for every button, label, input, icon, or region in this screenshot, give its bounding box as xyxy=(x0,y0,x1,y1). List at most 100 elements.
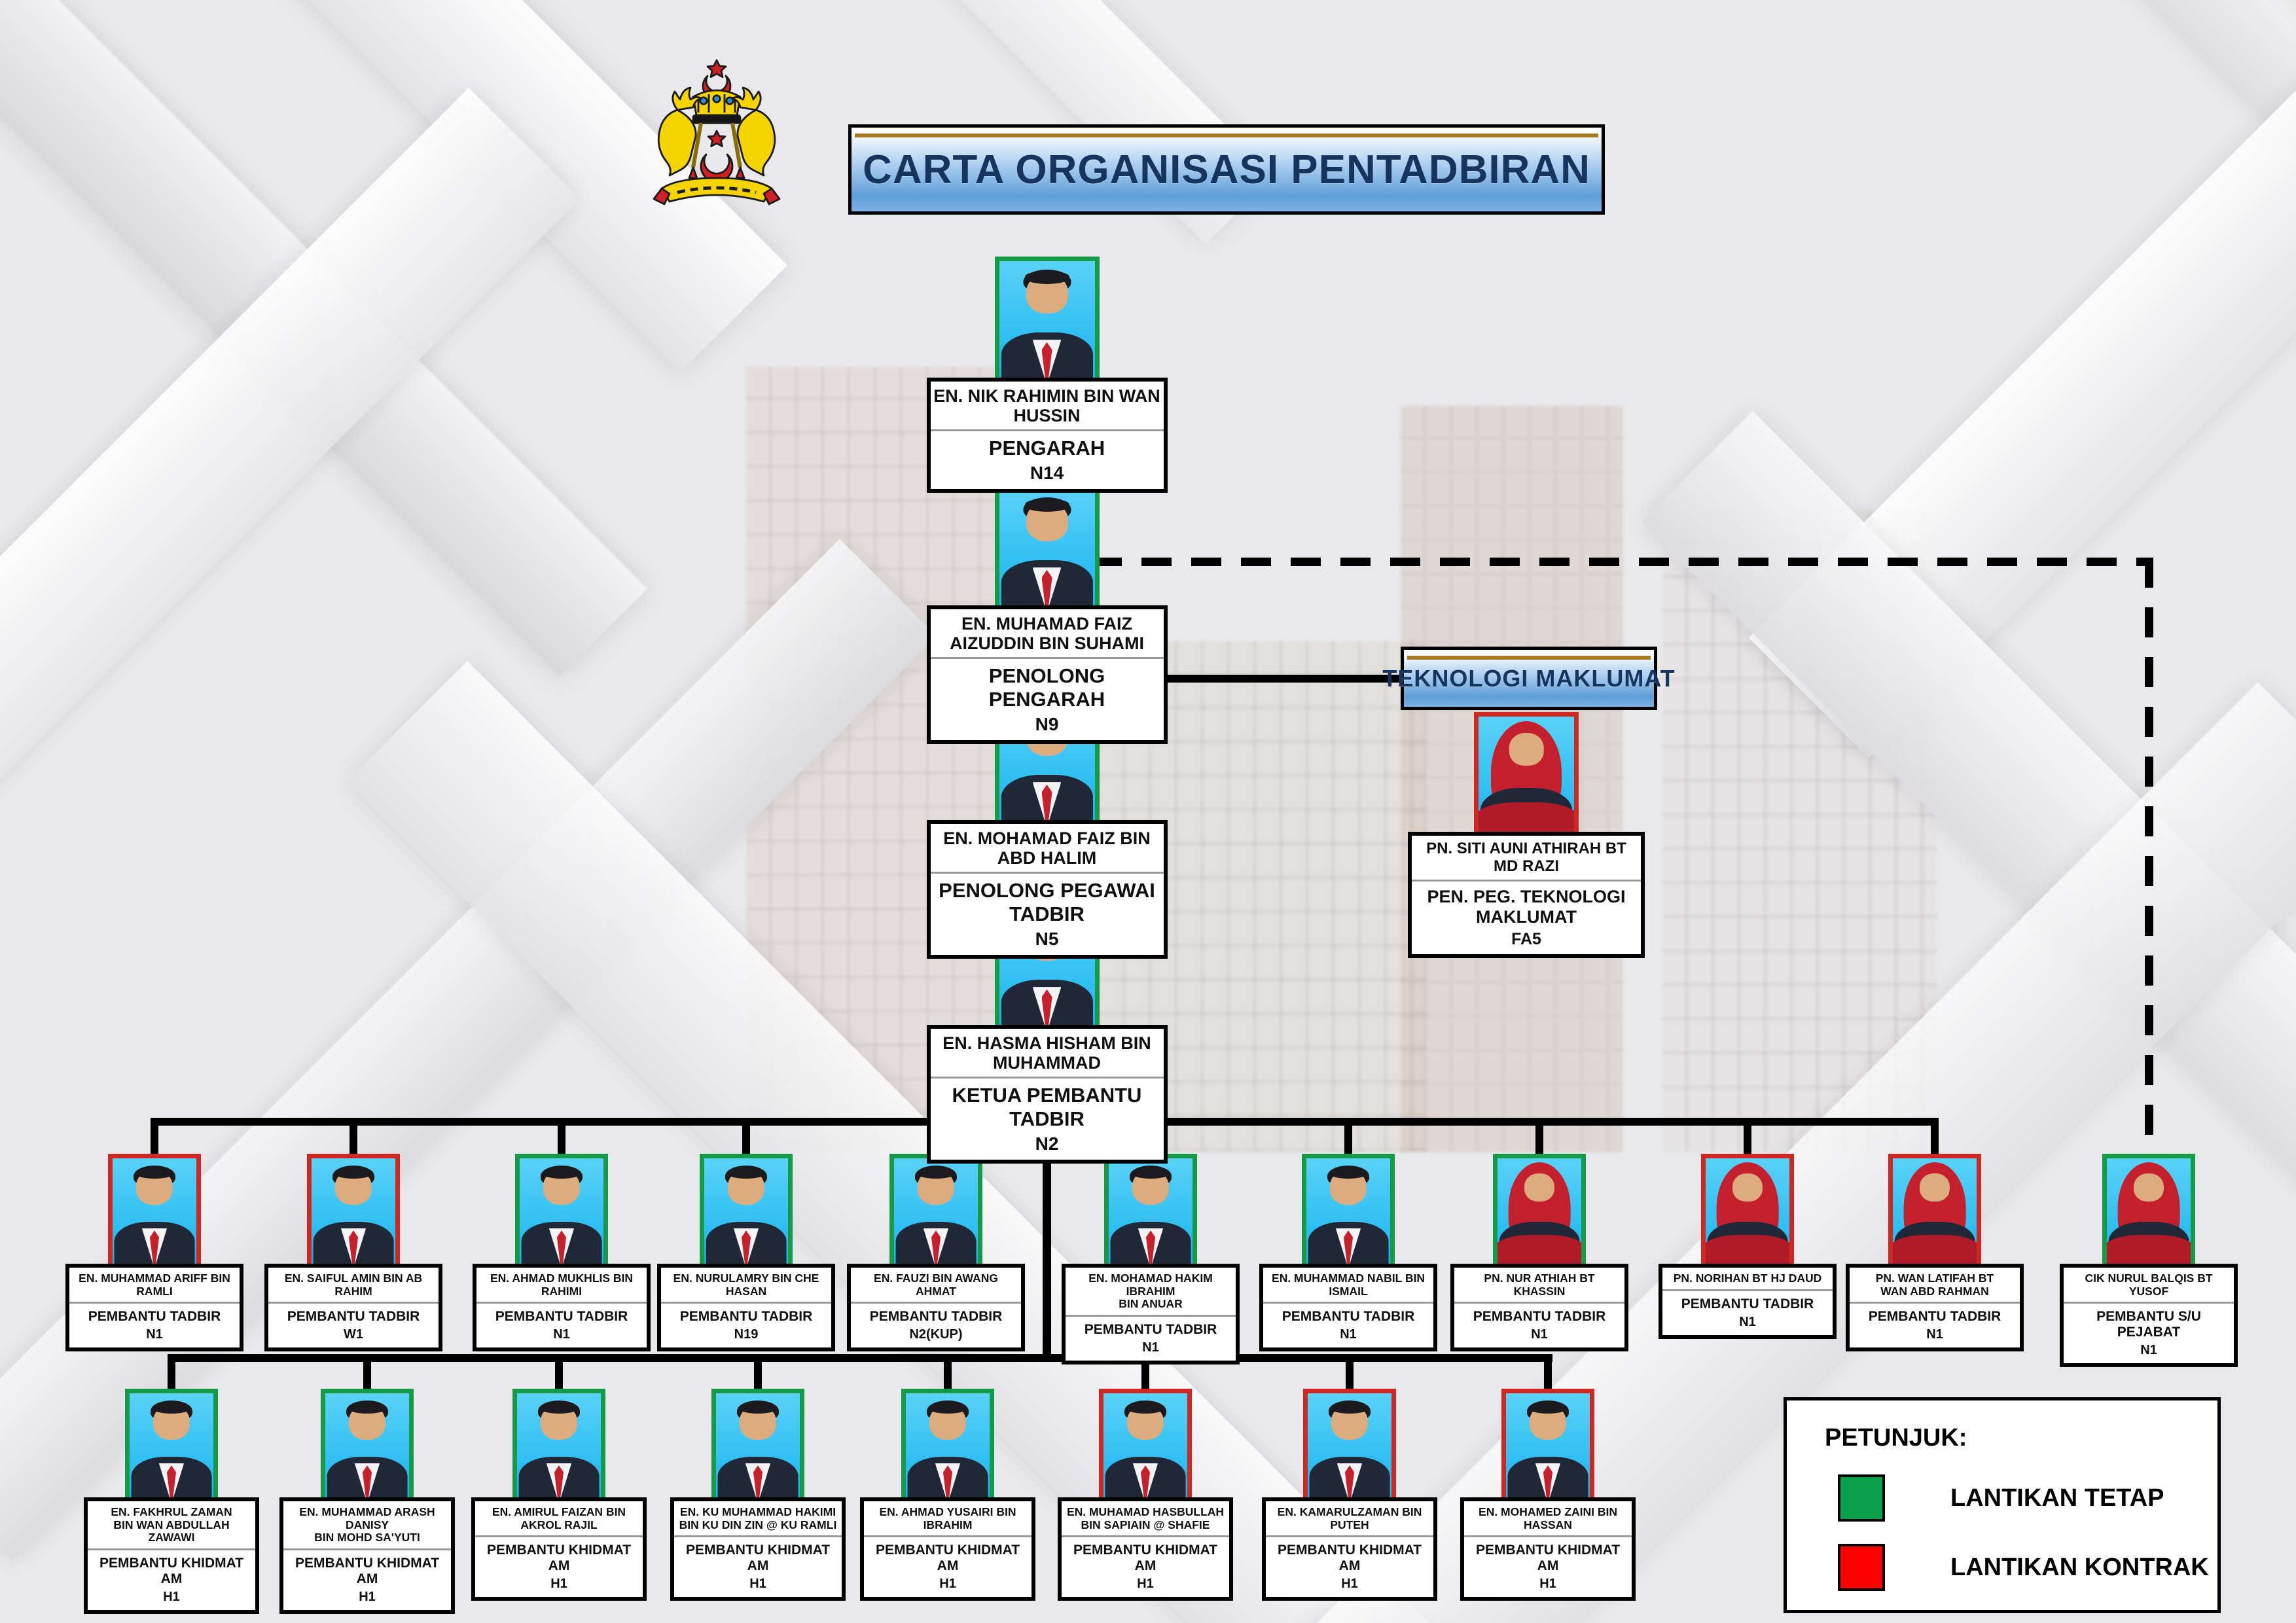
photo-border xyxy=(1501,1389,1594,1504)
photo-border xyxy=(1701,1154,1794,1269)
person-position: PENGARAH xyxy=(988,437,1105,460)
person-name-line1: EN. AMIRUL FAIZAN BIN AKROL RAJIL xyxy=(492,1505,626,1531)
person-photo-male xyxy=(704,1158,788,1264)
tie xyxy=(741,1230,751,1264)
person-photo-male xyxy=(113,1158,196,1264)
face xyxy=(1524,1173,1555,1202)
person-position: PEMBANTU TADBIR xyxy=(1084,1321,1217,1337)
person-grade: H1 xyxy=(550,1577,567,1592)
name-box: EN. AHMAD YUSAIRI BIN IBRAHIM PEMBANTU KH… xyxy=(860,1497,1035,1601)
person-grade: N9 xyxy=(1035,713,1059,734)
hijab-drape xyxy=(1706,1234,1789,1264)
photo-border xyxy=(1104,1154,1197,1269)
name-box: PN. SITI AUNI ATHIRAH BT MD RAZI PEN. PEG… xyxy=(1408,832,1645,958)
legend-label: LANTIKAN TETAP xyxy=(1950,1484,2164,1512)
hair-fringe xyxy=(928,1402,967,1414)
photo-frame xyxy=(901,1389,994,1504)
person-position: PEMBANTU TADBIR xyxy=(1681,1296,1814,1311)
hair-fringe xyxy=(1024,272,1069,284)
person-position: PEMBANTU KHIDMAT AM xyxy=(1277,1543,1422,1574)
person-grade: H1 xyxy=(359,1590,376,1605)
person-grade: H1 xyxy=(163,1590,180,1605)
photo-frame xyxy=(1501,1389,1594,1504)
person-name-line1: EN. MOHAMED ZAINI BIN HASSAN xyxy=(1479,1505,1617,1531)
person-position: PEMBANTU KHIDMAT AM xyxy=(685,1543,831,1574)
photo-frame xyxy=(1474,712,1579,840)
person-photo-male xyxy=(999,261,1095,380)
name-box: EN. MUHAMMAD ARIFF BIN RAMLI PEMBANTU TAD… xyxy=(65,1264,243,1352)
page-title: CARTA ORGANISASI PENTADBIRAN xyxy=(863,147,1590,192)
person-position: PEMBANTU TADBIR xyxy=(88,1309,221,1325)
person-name-line1: EN. MUHAMMAD ARASH DANISY xyxy=(299,1505,435,1531)
face xyxy=(2133,1173,2164,1202)
person-name: EN. MUHAMMAD ARIFF BIN RAMLI xyxy=(69,1268,240,1304)
face xyxy=(1919,1173,1950,1202)
person-position: PEMBANTU TADBIR xyxy=(1473,1309,1606,1325)
teknologi-maklumat-banner: TEKNOLOGI MAKLUMAT xyxy=(1382,647,1675,710)
person-position: PEN. PEG. TEKNOLOGI MAKLUMAT xyxy=(1427,886,1626,927)
connector-stub xyxy=(1744,1118,1751,1158)
name-box: PN. NORIHAN BT HJ DAUD PEMBANTU TADBIR N1 xyxy=(1659,1264,1837,1339)
photo-border xyxy=(512,1389,605,1504)
person-grade: N19 xyxy=(734,1327,759,1342)
person-position: PEMBANTU KHIDMAT AM xyxy=(875,1543,1020,1574)
connector-stub xyxy=(1544,1354,1552,1393)
person-grade: N1 xyxy=(1531,1327,1548,1342)
person-name: PN. NUR ATHIAH BT KHASSIN xyxy=(1454,1268,1624,1304)
person-name-line1: EN. NIK RAHIMIN BIN WAN HUSSIN xyxy=(933,386,1160,426)
person-photo-hijab xyxy=(1893,1158,1977,1264)
person-position: PEMBANTU KHIDMAT AM xyxy=(1073,1543,1218,1574)
tie xyxy=(942,1465,953,1499)
photo-frame xyxy=(515,1154,608,1269)
person-grade: N1 xyxy=(1926,1327,1943,1342)
face xyxy=(1732,1173,1763,1202)
person-grade: H1 xyxy=(1539,1577,1556,1592)
person-photo-male xyxy=(894,1158,978,1264)
hijab-drape xyxy=(2107,1234,2191,1264)
person-name: EN. AHMAD MUKHLIS BIN RAHIMI xyxy=(476,1268,647,1304)
person-grade: N1 xyxy=(1739,1314,1756,1329)
person-grade: H1 xyxy=(749,1577,766,1592)
person-name: PN. NORIHAN BT HJ DAUD xyxy=(1662,1268,1833,1291)
person-name-line1: EN. FAUZI BIN AWANG AHMAT xyxy=(874,1272,998,1298)
hair-fringe xyxy=(1131,1168,1170,1179)
connector-stub xyxy=(363,1354,371,1393)
hair-fringe xyxy=(135,1168,174,1179)
person-name-line1: EN. MUHAMAD FAIZ AIZUDDIN BIN SUHAMI xyxy=(950,614,1144,654)
person-position: PEMBANTU TADBIR xyxy=(287,1309,420,1325)
connector-stub xyxy=(1344,1118,1352,1158)
person-name-line1: EN. MUHAMMAD ARIFF BIN RAMLI xyxy=(79,1272,230,1298)
person-grade: N1 xyxy=(146,1327,163,1342)
photo-border xyxy=(889,1154,982,1269)
person-photo-male xyxy=(1109,1158,1193,1264)
person-name-line2: BIN MOHD SA'YUTI xyxy=(314,1531,420,1544)
person-grade: FA5 xyxy=(1511,929,1541,948)
person-name-line1: EN. AHMAD YUSAIRI BIN IBRAHIM xyxy=(879,1505,1016,1531)
person-name: EN. MOHAMAD FAIZ BIN ABD HALIM xyxy=(930,824,1164,874)
person-grade: N5 xyxy=(1035,928,1059,949)
person-photo-male xyxy=(517,1393,601,1499)
tie xyxy=(362,1465,372,1499)
photo-frame xyxy=(1493,1154,1586,1269)
person-photo-male xyxy=(130,1393,213,1499)
person-name-line1: PN. SITI AUNI ATHIRAH BT MD RAZI xyxy=(1426,840,1626,875)
photo-border xyxy=(307,1154,400,1269)
photo-frame xyxy=(1303,1389,1396,1504)
person-photo-hijab xyxy=(1479,717,1574,836)
photo-frame xyxy=(1888,1154,1981,1269)
person-name: EN. KAMARULZAMAN BIN PUTEH xyxy=(1266,1501,1433,1538)
row-khidmat-line xyxy=(168,1354,1552,1362)
person-position: PEMBANTU TADBIR xyxy=(679,1309,813,1325)
